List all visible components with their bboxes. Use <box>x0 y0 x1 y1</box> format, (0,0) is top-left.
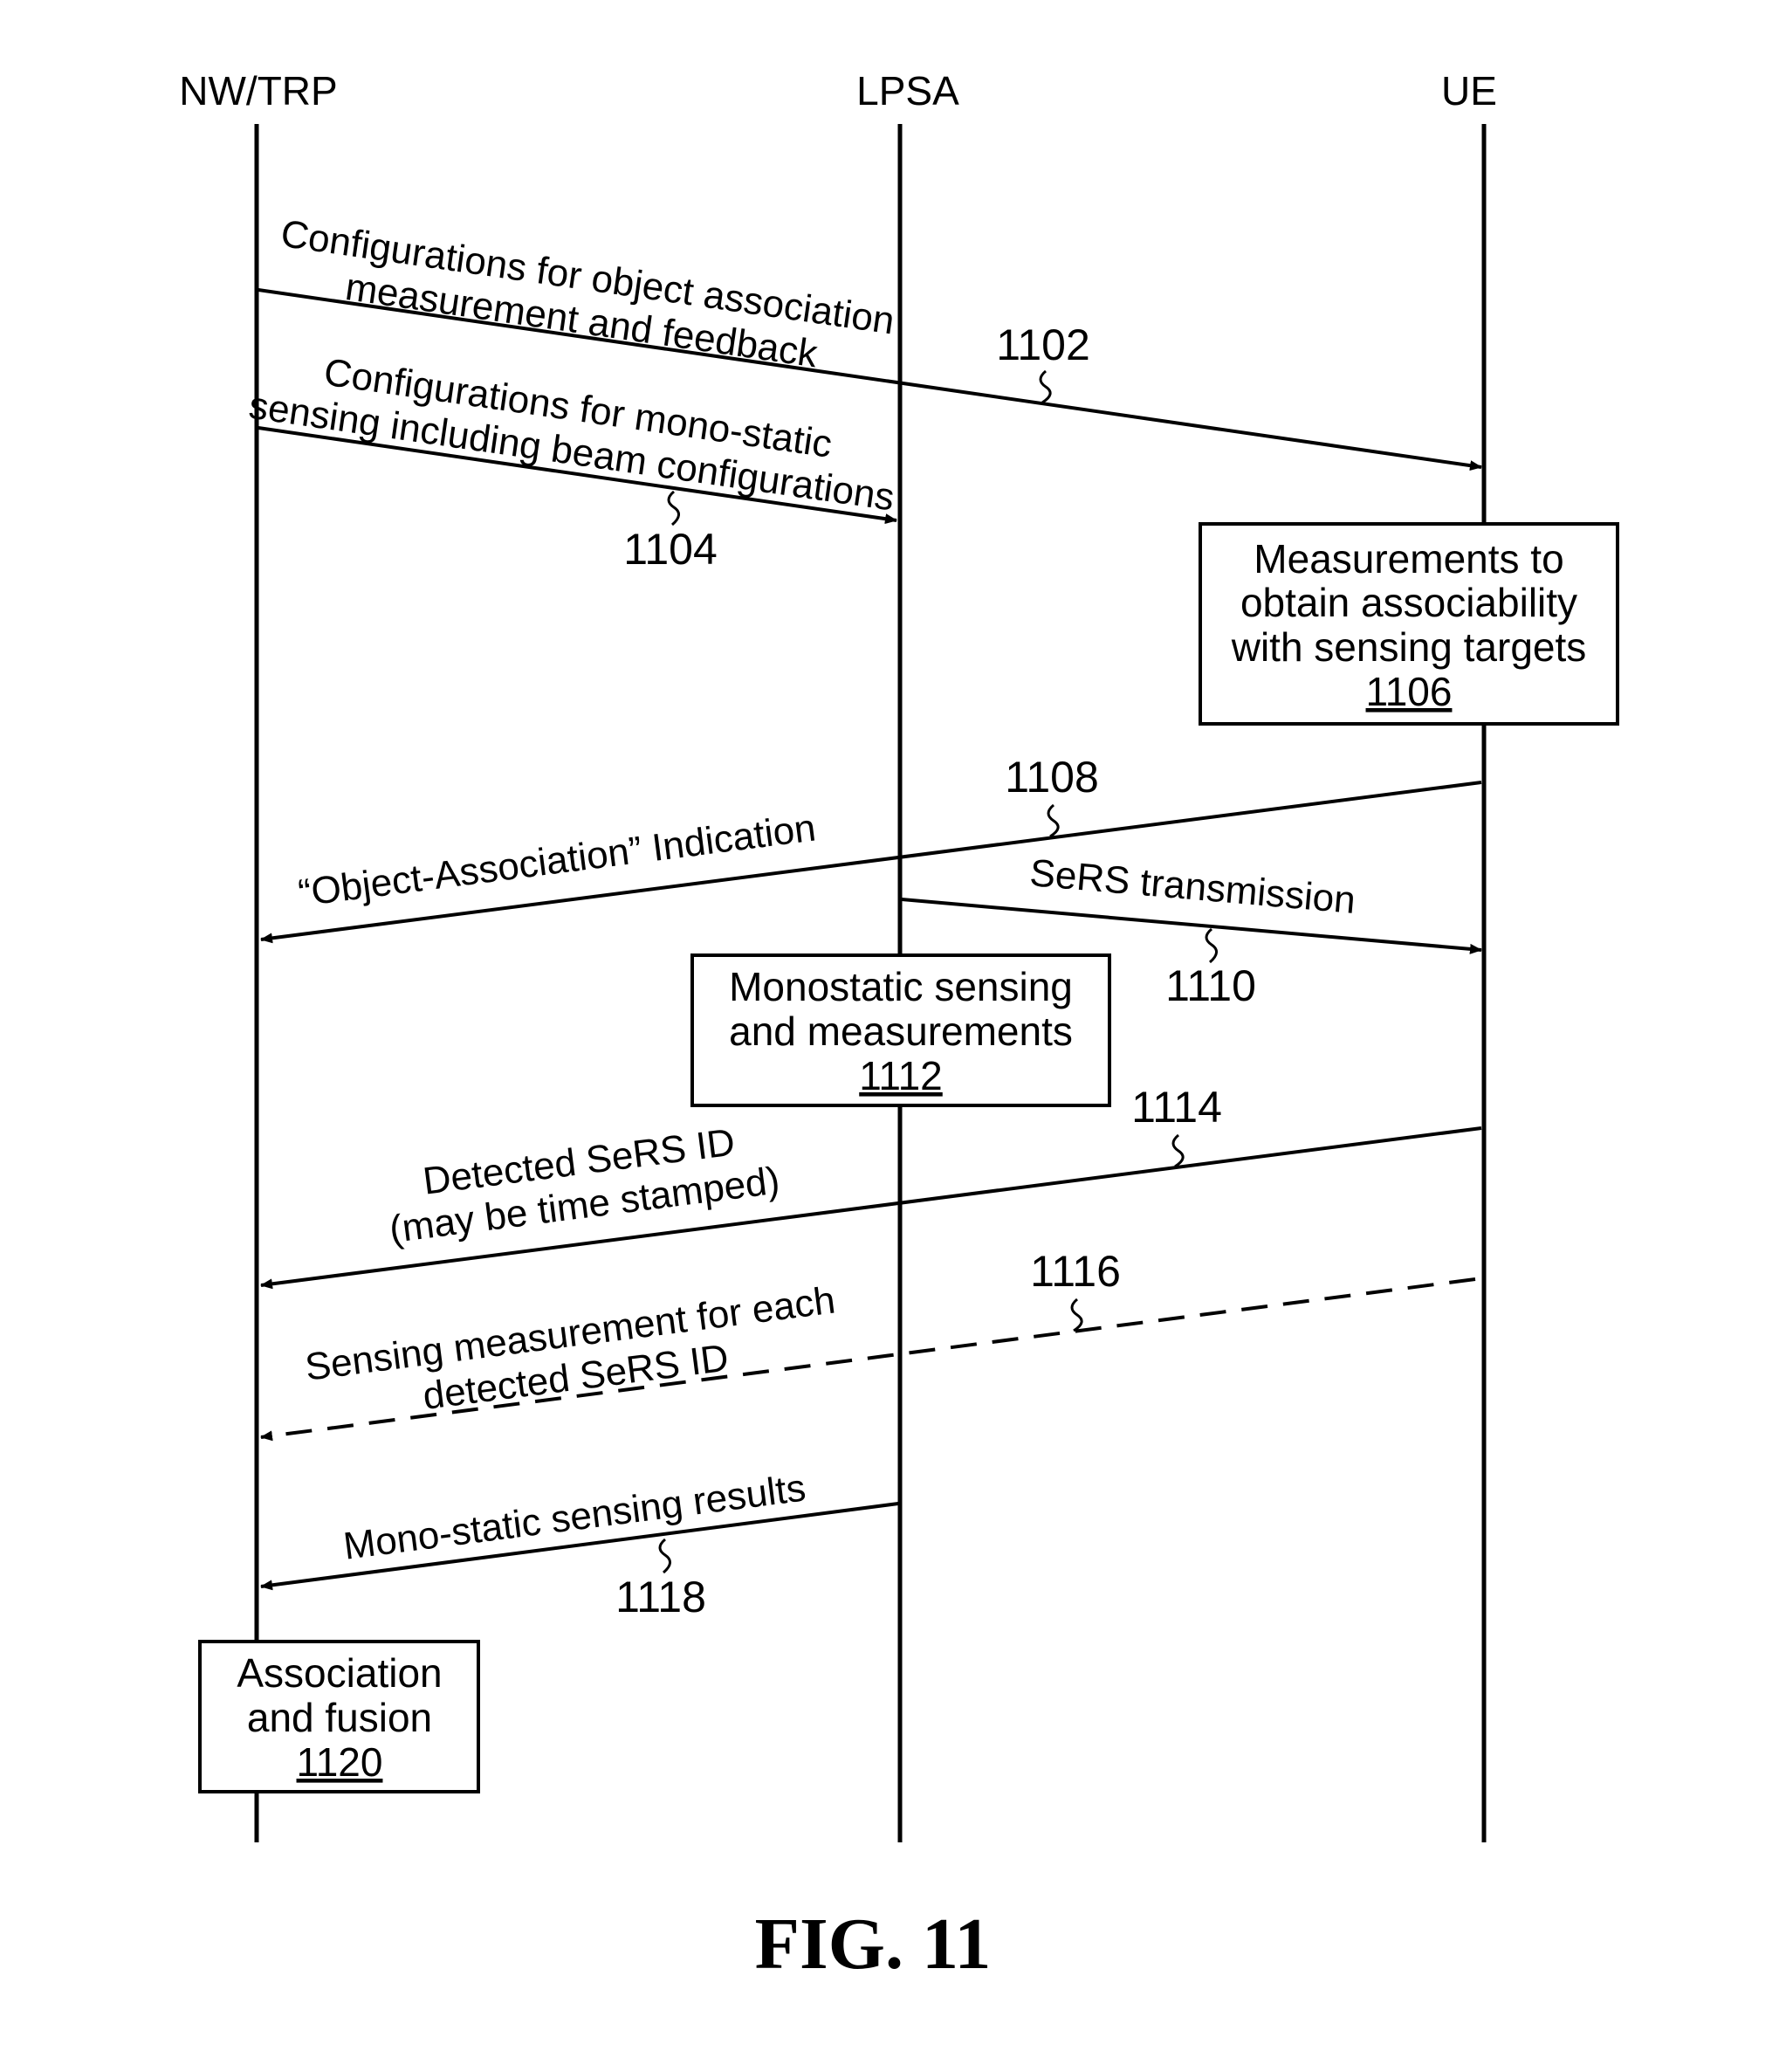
process-box-1120-ref: 1120 <box>297 1739 383 1785</box>
process-box-1106-ref: 1106 <box>1366 669 1453 714</box>
message-arrow-1110 <box>901 898 1482 954</box>
lifeline-label-ue: UE <box>1441 68 1497 114</box>
process-box-1112 <box>690 953 1111 1107</box>
message-arrow-1116 <box>260 1277 1476 1442</box>
ref-number-1110: 1110 <box>1165 961 1256 1010</box>
process-box-1106-line3: with sensing targets <box>1231 624 1587 670</box>
message-arrow-1108 <box>260 781 1482 944</box>
ref-number-1118: 1118 <box>615 1573 706 1621</box>
ref-leader-1104 <box>667 490 680 527</box>
process-box-1120-line1: Association <box>237 1650 442 1696</box>
process-box-1120 <box>198 1640 480 1793</box>
message-label-1118: Mono-static sensing results <box>341 1466 808 1567</box>
process-box-1106 <box>1199 522 1619 726</box>
message-label-1110: SeRS transmission <box>1028 851 1357 922</box>
process-box-1106-line1: Measurements to <box>1254 536 1563 582</box>
message-arrow-1114 <box>260 1126 1482 1290</box>
ref-number-1108: 1108 <box>1005 753 1099 802</box>
process-box-1106-line2: obtain associability <box>1240 580 1577 625</box>
process-box-1112-line2: and measurements <box>729 1008 1073 1054</box>
message-label-1108: “Object-Association” Indication <box>296 806 818 914</box>
process-box-1112-line1: Monostatic sensing <box>729 964 1073 1009</box>
ref-leader-1114 <box>1171 1133 1185 1168</box>
ref-number-1102: 1102 <box>996 320 1090 369</box>
figure-label: FIG. 11 <box>755 1903 992 1985</box>
ref-number-1114: 1114 <box>1131 1083 1222 1132</box>
ref-number-1116: 1116 <box>1030 1247 1121 1296</box>
ref-leader-1118 <box>658 1538 671 1574</box>
ref-leader-1102 <box>1039 369 1052 404</box>
process-box-1112-ref: 1112 <box>859 1053 943 1098</box>
process-box-1120-line2: and fusion <box>247 1695 432 1740</box>
message-arrow-1104 <box>258 426 897 525</box>
message-arrow-1102 <box>258 288 1482 472</box>
ref-leader-1110 <box>1205 927 1218 964</box>
ref-number-1104: 1104 <box>623 525 718 574</box>
message-arrow-1118 <box>260 1502 899 1591</box>
lifeline-label-lpsa: LPSA <box>856 68 959 114</box>
ref-leader-1116 <box>1070 1298 1083 1332</box>
ref-leader-1108 <box>1047 803 1060 838</box>
lifeline-label-nw: NW/TRP <box>179 68 337 114</box>
